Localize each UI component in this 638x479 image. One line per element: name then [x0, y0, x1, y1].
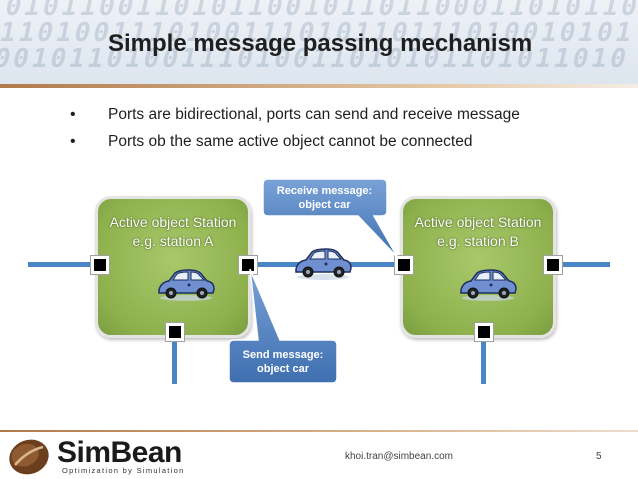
port-icon	[166, 323, 184, 341]
connection-wire-vertical-a	[172, 332, 177, 384]
simbean-logo-icon	[9, 439, 49, 475]
receive-callout-line2: object car	[298, 199, 351, 211]
header-divider	[0, 84, 638, 88]
port-icon	[239, 256, 257, 274]
port-icon	[395, 256, 413, 274]
logo-tagline: Optimization by Simulation	[62, 466, 185, 475]
send-callout-text: Send message: object car	[228, 348, 338, 376]
station-a-title: Active object Station	[109, 214, 237, 230]
station-b-label: Active object Station e.g. station B	[403, 213, 553, 251]
footer	[0, 432, 638, 479]
page-number: 5	[596, 451, 602, 462]
station-a-label: Active object Station e.g. station A	[98, 213, 248, 251]
footer-divider	[0, 430, 638, 432]
logo-wordmark: SimBean	[57, 436, 182, 469]
send-callout-line2: object car	[257, 363, 309, 375]
car-icon	[295, 248, 352, 280]
connection-wire-vertical-b	[481, 332, 486, 384]
port-icon	[475, 323, 493, 341]
car-icon	[460, 269, 517, 301]
station-b-box: Active object Station e.g. station B	[400, 196, 556, 338]
bullet-item: Ports are bidirectional, ports can send …	[70, 104, 520, 131]
bullet-list: Ports are bidirectional, ports can send …	[70, 104, 520, 158]
send-callout-line1: Send message:	[242, 349, 324, 361]
footer-email: khoi.tran@simbean.com	[345, 451, 453, 462]
car-icon	[158, 269, 215, 301]
station-a-box: Active object Station e.g. station A	[95, 196, 251, 338]
slide-title: Simple message passing mechanism	[108, 30, 533, 57]
port-icon	[544, 256, 562, 274]
send-message-callout: Send message: object car	[228, 268, 340, 386]
receive-callout-line1: Receive message:	[276, 185, 373, 197]
receive-callout-text: Receive message: object car	[262, 184, 387, 212]
station-a-subtitle: e.g. station A	[132, 233, 214, 249]
station-b-subtitle: e.g. station B	[437, 233, 519, 249]
port-icon	[91, 256, 109, 274]
station-b-title: Active object Station	[414, 214, 542, 230]
receive-message-callout: Receive message: object car	[262, 178, 402, 262]
bullet-item: Ports ob the same active object cannot b…	[70, 131, 520, 158]
